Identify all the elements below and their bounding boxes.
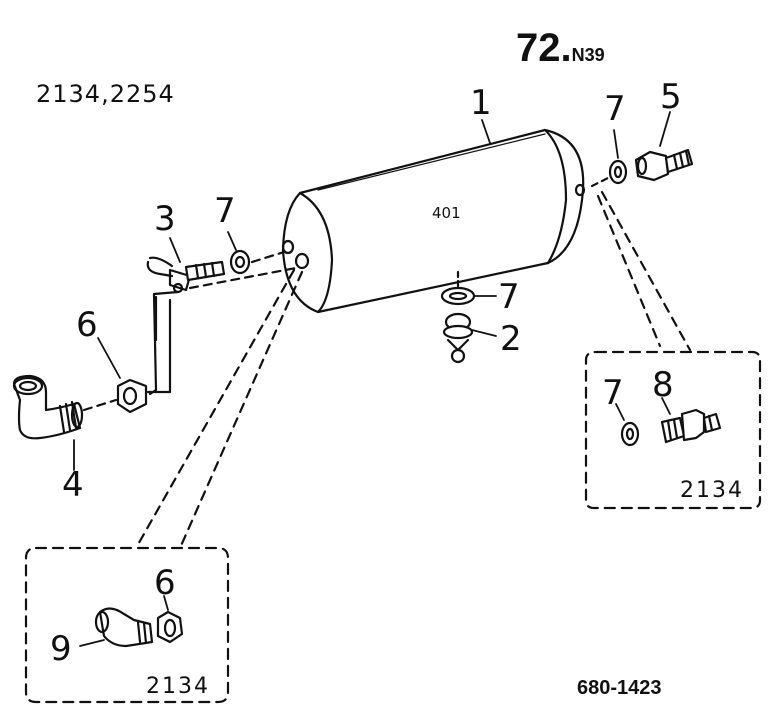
callout-2: 2: [500, 319, 522, 359]
callout-3: 3: [154, 199, 176, 239]
callout-5: 5: [660, 77, 682, 117]
inset-bottom-label: 2134: [146, 674, 210, 699]
callout-7-left: 7: [214, 191, 236, 231]
callout-7-right: 7: [604, 89, 626, 129]
callout-7-inset: 7: [602, 373, 624, 413]
model-codes: 2134,2254: [36, 80, 175, 108]
drain-valve: [146, 256, 226, 294]
page-title-sub: N39: [571, 45, 605, 65]
callout-6: 6: [76, 305, 98, 345]
nut-6: [116, 378, 148, 414]
washer-bottom: [440, 286, 476, 306]
elbow-fitting: [12, 374, 84, 440]
washer-inset: [620, 421, 640, 447]
inset-bottom-frame: [24, 546, 230, 704]
callout-7-bottom: 7: [498, 277, 520, 317]
page-title-main: 72.: [516, 26, 572, 70]
washer-right: [608, 159, 628, 185]
fitting-8: [660, 408, 722, 444]
elbow-9: [94, 607, 154, 648]
drain-plug: [442, 312, 474, 364]
callout-9: 9: [50, 629, 72, 669]
callout-6-inset: 6: [154, 563, 176, 603]
callout-4: 4: [62, 465, 84, 505]
tank-marking: 401: [432, 204, 461, 222]
callout-1: 1: [470, 83, 492, 123]
callout-8: 8: [652, 365, 674, 405]
inset-right-label: 2134: [680, 478, 744, 503]
drawing-number: 680-1423: [577, 677, 662, 699]
union-fitting-5: [634, 148, 694, 182]
page-title: 72.N39: [516, 28, 605, 68]
nut-6-inset: [156, 610, 184, 644]
air-tank: [281, 128, 586, 314]
washer-left: [229, 249, 251, 275]
inset-right-frame: [584, 350, 762, 510]
